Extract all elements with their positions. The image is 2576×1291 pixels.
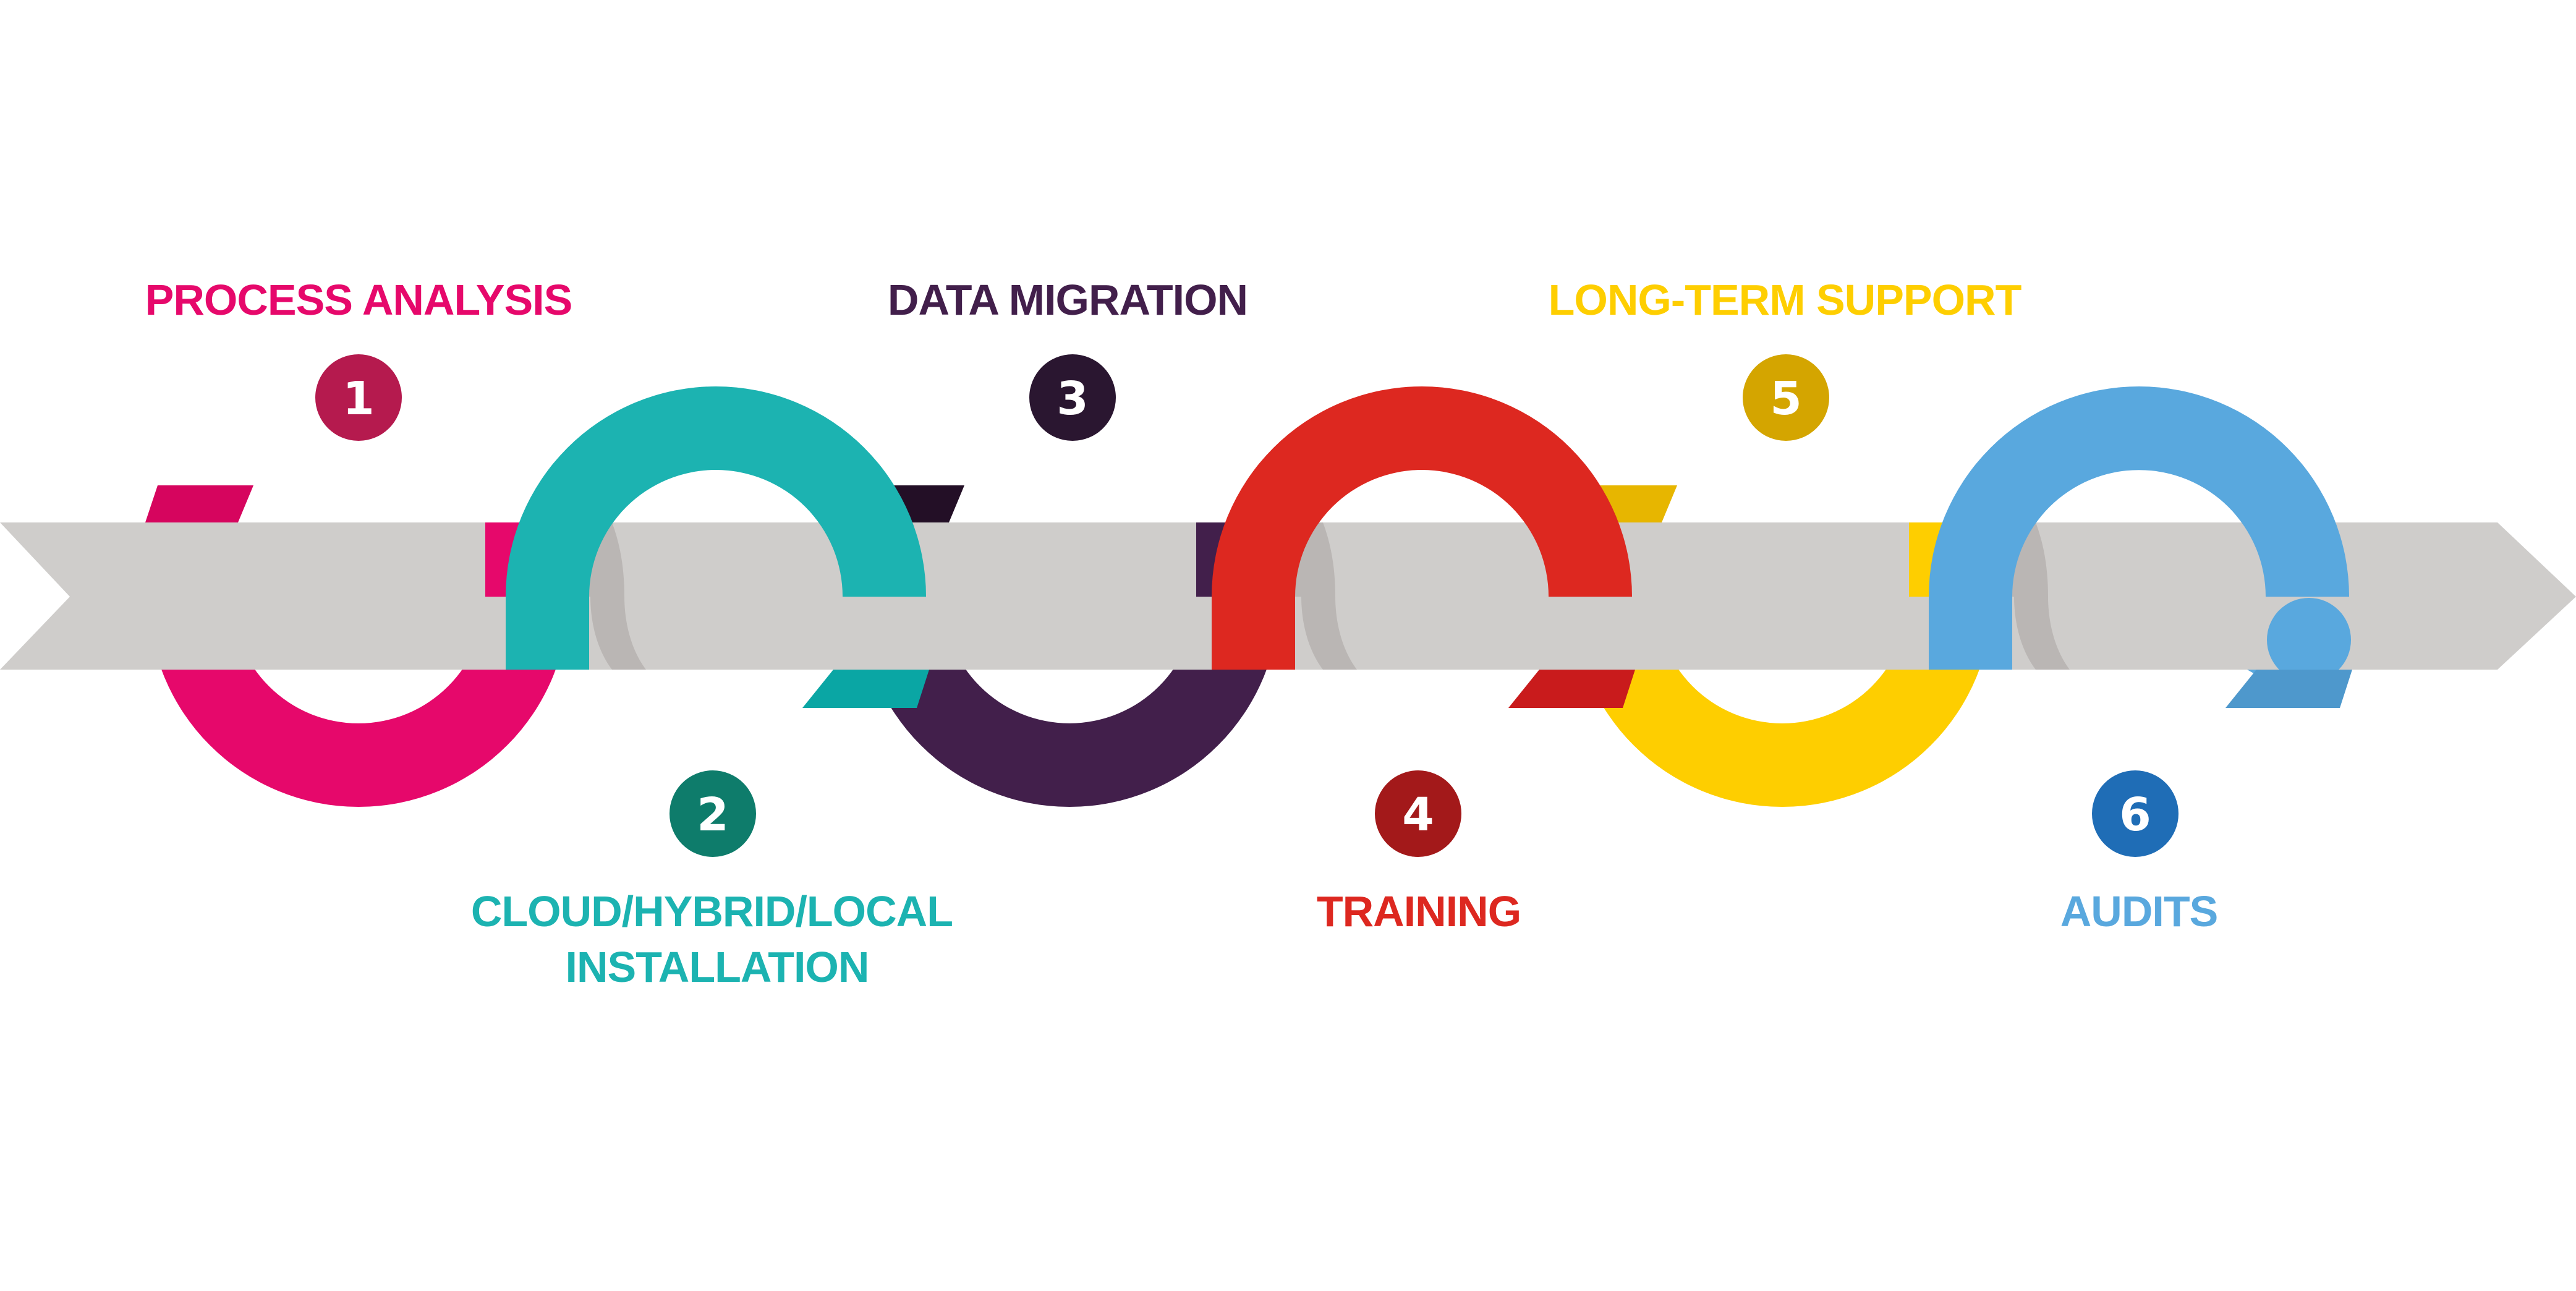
step-4-arc (1212, 386, 1632, 597)
step-6-number: 6 (2119, 788, 2151, 841)
step-2-label-line-1: CLOUD/HYBRID/LOCAL (471, 887, 952, 935)
step-6-arc-shade (2225, 670, 2352, 708)
step-4: 4 TRAINING (1317, 770, 1521, 935)
step-3-badge (1029, 354, 1116, 441)
step-5: LONG-TERM SUPPORT 5 (1549, 276, 2022, 441)
upper-arcs (145, 485, 1992, 807)
step-1-badge (315, 354, 402, 441)
step-3: DATA MIGRATION 3 (888, 276, 1248, 441)
step-3-label-line: DATA MIGRATION (888, 276, 1248, 324)
step-2-label-line-2: INSTALLATION (566, 943, 869, 991)
step-5-label: LONG-TERM SUPPORT (1549, 276, 2021, 324)
step-5-badge (1743, 354, 1829, 441)
step-5-number: 5 (1770, 372, 1802, 425)
step-3-label: DATA MIGRATION (888, 276, 1248, 324)
step-6-arc-end (2267, 598, 2351, 682)
step-1-arc-shade (145, 485, 253, 522)
step-6-arc-connector (1929, 597, 2012, 670)
step-1-label-line: PROCESS ANALYSIS (145, 276, 572, 324)
lower-arcs (506, 386, 2352, 708)
step-1: PROCESS ANALYSIS 1 (145, 276, 572, 441)
step-4-label-line: TRAINING (1317, 887, 1521, 935)
step-4-arc-shade (1508, 670, 1635, 708)
step-4-number: 4 (1402, 788, 1434, 841)
step-1-arc (148, 597, 569, 807)
step-4-label: TRAINING (1317, 887, 1521, 935)
step-5-label-line: LONG-TERM SUPPORT (1549, 276, 2021, 324)
step-4-badge (1375, 770, 1461, 857)
step-3-number: 3 (1056, 372, 1089, 425)
step-1-label: PROCESS ANALYSIS (145, 276, 572, 324)
step-4-arc-connector (1212, 597, 1295, 670)
step-2-arc (506, 386, 926, 597)
step-2-badge (670, 770, 756, 857)
step-5-arc (1572, 597, 1992, 807)
step-2: 2 CLOUD/HYBRID/LOCAL INSTALLATION (471, 770, 963, 991)
step-2-number: 2 (697, 788, 729, 841)
step-2-arc-connector (506, 597, 589, 670)
step-6: 6 AUDITS (2060, 770, 2218, 935)
step-6-arc (1929, 386, 2349, 597)
step-6-label: AUDITS (2060, 887, 2218, 935)
step-3-arc (859, 597, 1280, 807)
step-6-badge (2092, 770, 2179, 857)
step-1-number: 1 (342, 372, 375, 425)
step-2-label: CLOUD/HYBRID/LOCAL INSTALLATION (471, 887, 963, 991)
step-6-label-line: AUDITS (2060, 887, 2218, 935)
step-2-arc-shade (802, 670, 929, 708)
